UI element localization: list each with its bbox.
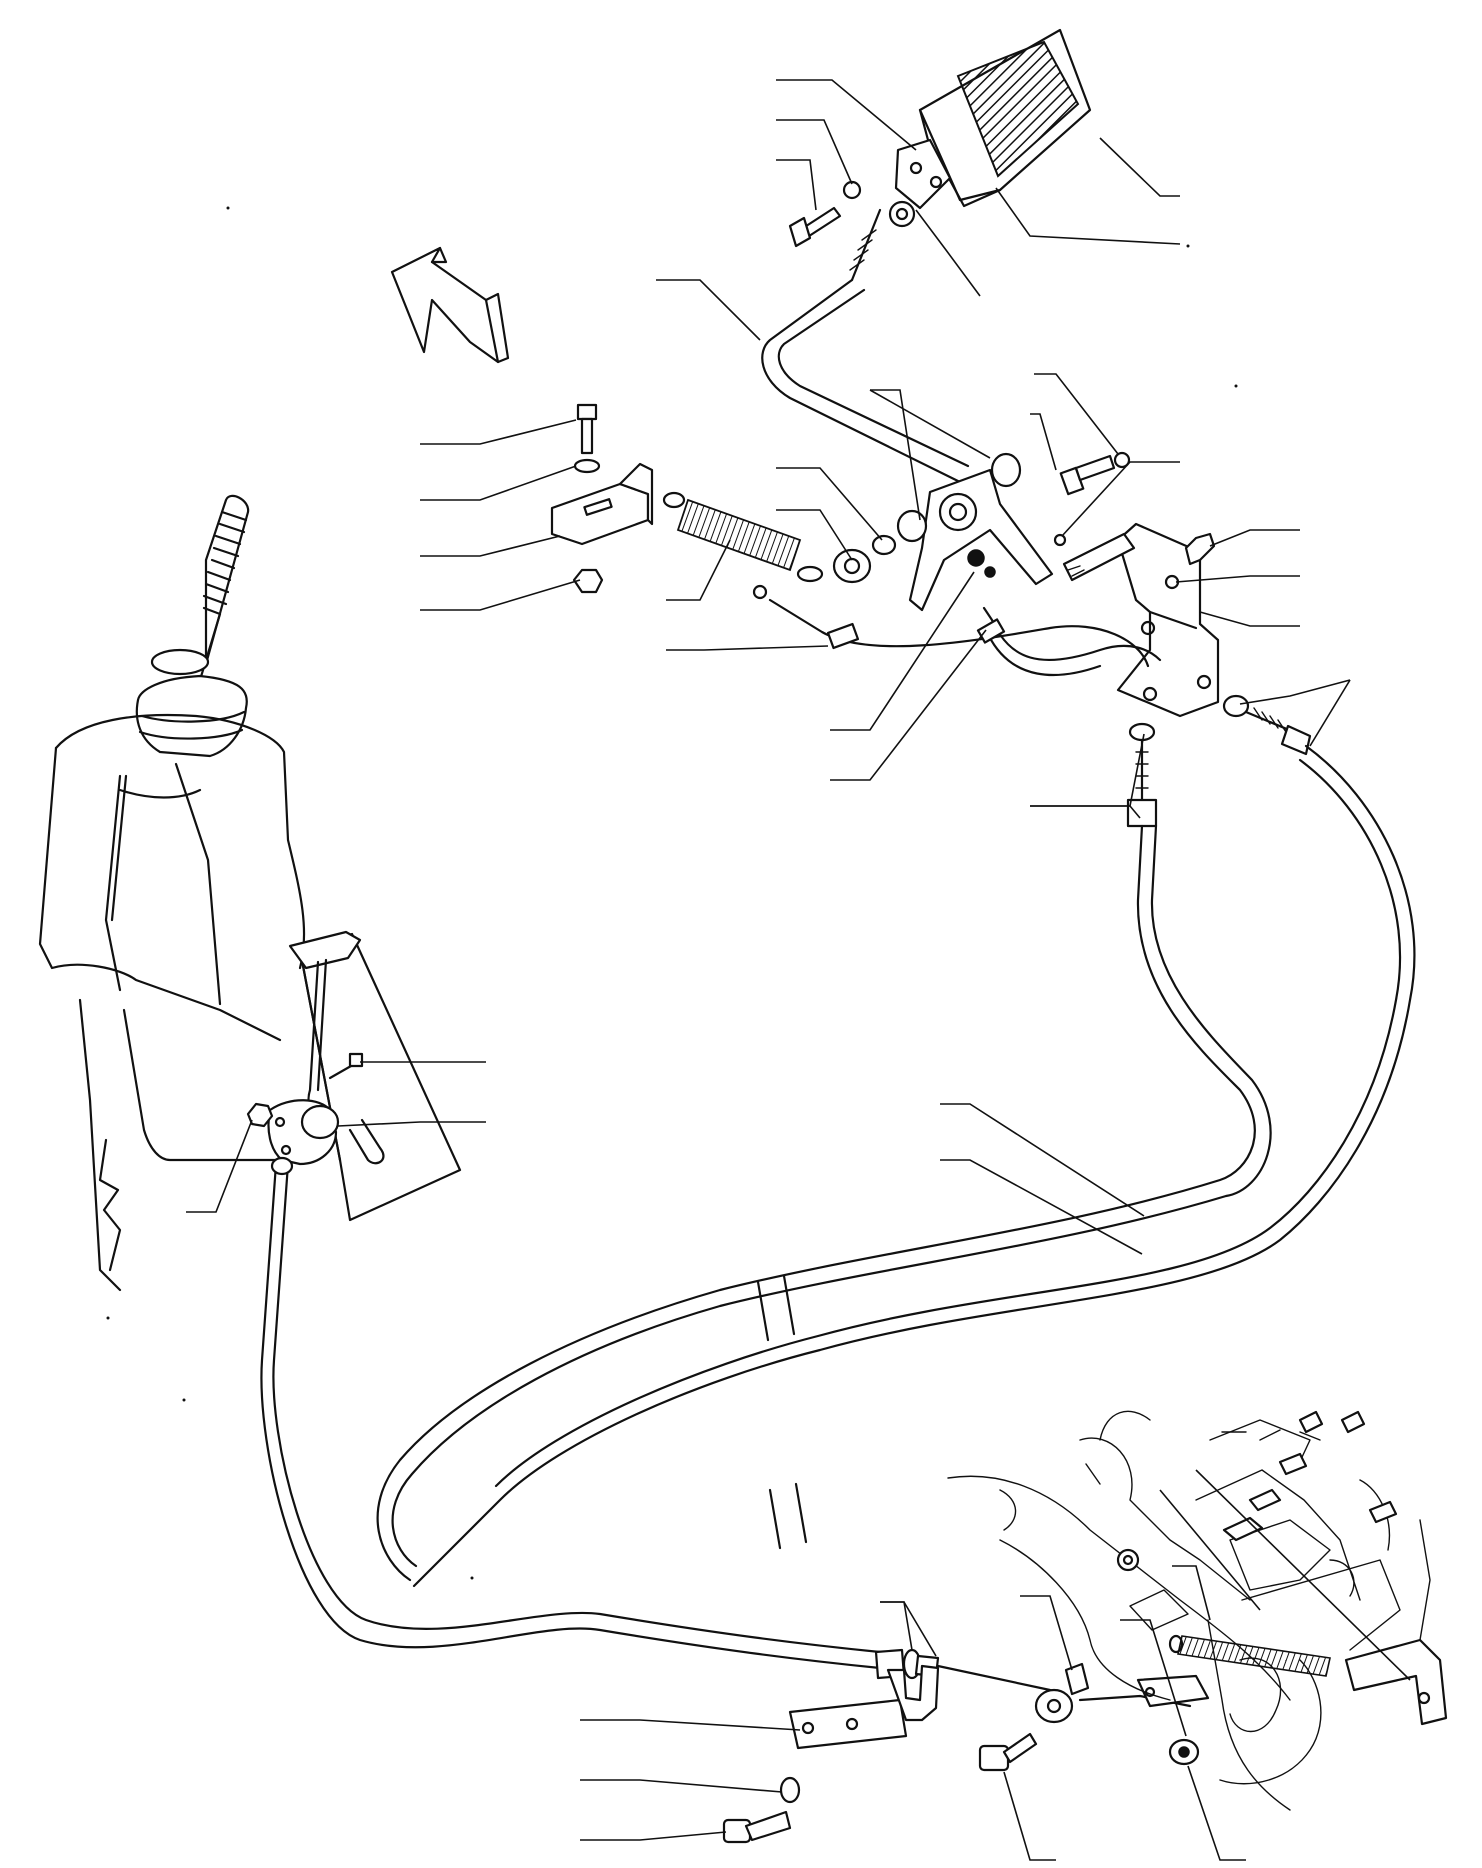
lever-bolt — [1059, 454, 1116, 496]
callout-2 — [776, 119, 853, 185]
callout-21 — [1030, 413, 1057, 471]
linkage-nut — [1168, 1738, 1200, 1766]
callout-32 — [186, 1119, 253, 1213]
callout-1 — [776, 79, 917, 151]
hand-throttle-lever — [288, 930, 462, 1222]
callout-42 — [1172, 1565, 1211, 1621]
hand-throttle-nut — [246, 1102, 274, 1128]
return-spring — [662, 491, 824, 583]
lever-bolt-washer — [1113, 451, 1131, 469]
spring-anchor-bracket — [1344, 1638, 1448, 1726]
callout-9 — [420, 465, 577, 501]
callout-38 — [580, 1779, 783, 1793]
callout-16 — [870, 389, 921, 521]
bracket-bolt — [576, 403, 598, 455]
pedal-washer — [842, 180, 862, 200]
throttle-cable-pedal-b — [412, 744, 1416, 1588]
callout-15 — [830, 629, 987, 781]
callout-8 — [420, 419, 577, 445]
bracket-nut — [572, 568, 604, 594]
callout-26 — [1239, 679, 1351, 705]
callout-27 — [1309, 679, 1351, 747]
scan-specks — [106, 206, 1238, 1580]
pivot-shaft — [1062, 532, 1136, 582]
inner-cable-b — [976, 606, 1162, 677]
callout-5 — [995, 187, 1181, 245]
pedal-rod — [761, 208, 970, 484]
lever-nut — [832, 548, 872, 584]
callout-37 — [580, 1719, 801, 1731]
cable-adjuster-right — [1222, 694, 1312, 756]
callout-10 — [420, 535, 561, 557]
callout-44 — [1187, 1765, 1246, 1861]
cable-break-marks — [756, 1274, 808, 1550]
lever-pin — [967, 549, 985, 567]
gear-lever-knob — [198, 494, 250, 682]
callout-17 — [869, 389, 991, 459]
callout-25 — [1199, 611, 1300, 627]
hand-throttle-housing — [267, 1099, 340, 1166]
pedal-lever — [908, 468, 1054, 612]
lever-pin-2 — [984, 566, 996, 578]
trunnion-bolt — [978, 1732, 1038, 1772]
callout-40 — [1020, 1595, 1073, 1671]
callout-35 — [880, 1601, 913, 1651]
callout-13 — [666, 645, 829, 651]
accelerator-pedal — [918, 28, 1092, 208]
callout-43 — [1003, 1771, 1056, 1861]
pedal-nut — [888, 200, 916, 228]
callout-34 — [940, 1159, 1143, 1255]
callout-36 — [880, 1601, 937, 1657]
console-housing — [38, 713, 306, 1292]
shaft-nut — [1053, 533, 1067, 547]
callout-22 — [1061, 461, 1180, 537]
clamp-bolt — [722, 1810, 792, 1844]
callout-28 — [1030, 733, 1145, 807]
bracket-washer — [573, 458, 601, 474]
pedal-bracket — [894, 138, 952, 210]
cable-clamp-bracket — [788, 1664, 940, 1750]
callout-20 — [1034, 373, 1119, 455]
callout-18 — [776, 467, 883, 541]
linkage-lever — [1078, 1674, 1210, 1708]
lever-washer — [871, 534, 897, 556]
callout-7 — [656, 279, 761, 341]
throttle-cable-hand — [260, 1156, 882, 1670]
callout-33 — [940, 1103, 1145, 1217]
callout-6 — [915, 209, 981, 297]
callout-14 — [830, 571, 975, 731]
callout-24 — [1175, 575, 1300, 583]
gear-lever-boot — [135, 648, 248, 758]
callout-41 — [1120, 1619, 1187, 1737]
throttle-cable-pedal-a — [376, 824, 1272, 1582]
callout-23 — [1209, 529, 1300, 547]
clamp-washer — [779, 1776, 801, 1804]
cable-adjuster-lower — [1126, 722, 1158, 828]
lever-bushing-2 — [896, 509, 928, 543]
callout-3 — [776, 159, 817, 211]
callout-39 — [580, 1831, 727, 1841]
callout-11 — [420, 579, 581, 611]
hand-throttle-bolt — [328, 1052, 364, 1080]
callout-12 — [666, 539, 731, 601]
callout-4 — [1099, 137, 1180, 197]
callout-29 — [1030, 805, 1141, 819]
callout-45 — [1159, 1489, 1261, 1611]
callout-leaders — [186, 79, 1411, 1861]
pump-return-spring — [1168, 1634, 1331, 1677]
callout-31 — [337, 1121, 486, 1127]
direction-arrow-icon — [390, 246, 510, 364]
callout-46 — [1195, 1469, 1411, 1681]
spring-bracket — [550, 462, 654, 546]
callout-19 — [776, 509, 853, 561]
pedal-bolt — [788, 206, 842, 248]
bracket-screw — [1184, 532, 1216, 566]
trunnion — [1034, 1662, 1090, 1724]
engine-pump-detail — [947, 1410, 1431, 1811]
inner-cable-a — [752, 584, 1150, 668]
lever-bushing — [990, 452, 1022, 488]
